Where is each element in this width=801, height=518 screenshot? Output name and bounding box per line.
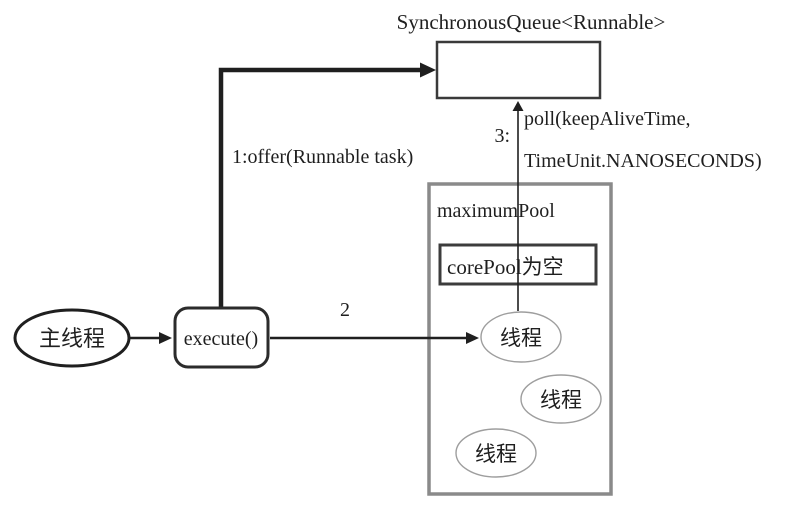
step3-label: 3:	[494, 125, 510, 147]
thread-node-2	[520, 374, 602, 424]
maximum-pool-label: maximumPool	[437, 200, 555, 222]
synchronous-queue-box	[435, 40, 602, 100]
offer-arrow	[218, 62, 436, 308]
thread-node-3-label: 线程	[475, 442, 517, 466]
queue-title: SynchronousQueue<Runnable>	[397, 10, 666, 34]
thread-node-2-label: 线程	[540, 388, 582, 412]
thread-node-1	[480, 311, 562, 363]
core-pool-label: corePool为空	[447, 255, 564, 279]
execute-node	[173, 306, 270, 369]
main-thread-node	[13, 308, 131, 368]
poll-label-line1: poll(keepAliveTime,	[524, 108, 690, 130]
poll-label-line2: TimeUnit.NANOSECONDS)	[524, 150, 762, 172]
thread-node-3	[455, 428, 537, 478]
offer-label: 1:offer(Runnable task)	[232, 146, 413, 168]
main-thread-label: 主线程	[39, 326, 105, 351]
thread-node-1-label: 线程	[500, 326, 542, 350]
execute-label: execute()	[184, 328, 258, 350]
step2-label: 2	[340, 299, 350, 321]
